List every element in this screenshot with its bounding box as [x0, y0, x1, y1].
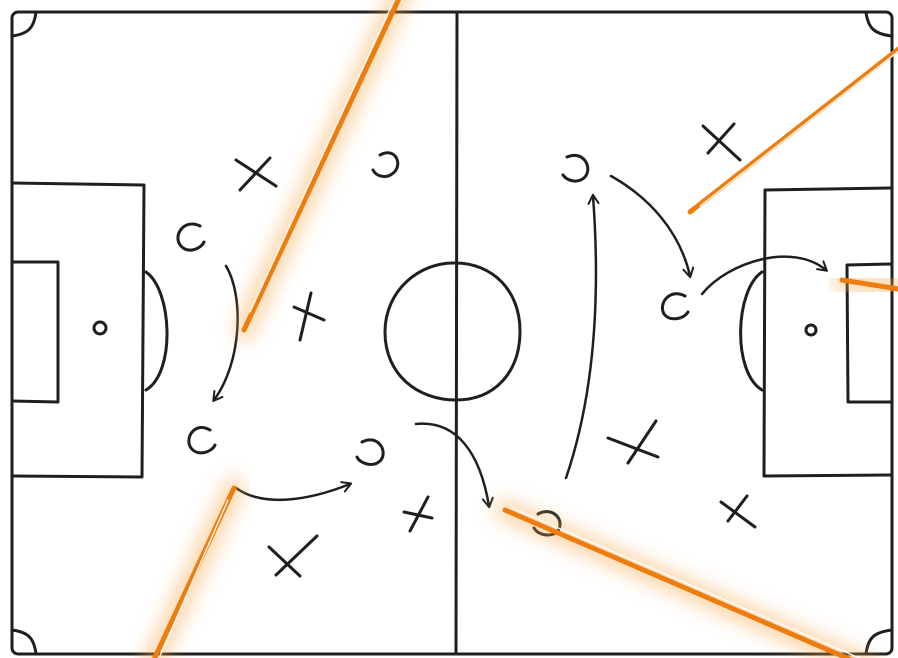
- player-o-icon[interactable]: [176, 222, 206, 252]
- marker-shine: [511, 507, 862, 658]
- marker-stroke: [687, 46, 898, 215]
- right-penalty-box: [762, 186, 894, 478]
- player-x-icon[interactable]: [292, 291, 326, 342]
- marker-shine: [249, 0, 395, 313]
- pitch-outline: [10, 10, 894, 656]
- right-penalty-spot: [804, 323, 818, 337]
- halfway-line: [454, 10, 459, 656]
- arrow-icon: [234, 481, 353, 502]
- marker-highlights: [142, 0, 898, 658]
- player-x-icon[interactable]: [701, 122, 742, 162]
- team-o: [176, 151, 690, 537]
- arrow-icon: [414, 422, 494, 509]
- corner-arc-top-left: [10, 10, 38, 38]
- marker-stroke: [502, 507, 854, 658]
- player-x-icon[interactable]: [606, 419, 660, 465]
- marker-shine: [699, 50, 898, 207]
- left-penalty-spot: [92, 320, 108, 336]
- arrow-icon: [564, 193, 600, 480]
- arrow-icon: [609, 174, 695, 279]
- left-penalty-arc: [144, 270, 169, 392]
- player-o-icon[interactable]: [187, 426, 217, 455]
- center-circle: [383, 261, 522, 402]
- right-penalty-arc: [739, 270, 764, 392]
- marker-stroke: [839, 277, 898, 292]
- player-o-icon[interactable]: [661, 292, 690, 321]
- team-x: [234, 122, 757, 578]
- movement-arrows: [212, 174, 828, 509]
- corner-arc-bottom-left: [10, 628, 38, 656]
- right-goal-box: [845, 262, 894, 404]
- marker-stroke: [241, 0, 402, 333]
- player-x-icon[interactable]: [234, 156, 278, 192]
- player-x-icon[interactable]: [402, 495, 434, 533]
- arrow-icon: [700, 255, 828, 296]
- player-o-icon[interactable]: [371, 151, 400, 179]
- marker-shine: [159, 499, 229, 657]
- player-x-icon[interactable]: [267, 534, 319, 578]
- corner-arc-bottom-right: [864, 628, 894, 656]
- left-goal-box: [10, 260, 60, 404]
- left-penalty-box: [10, 181, 146, 479]
- player-x-icon[interactable]: [719, 494, 757, 529]
- corner-arc-top-right: [864, 10, 894, 38]
- player-o-icon[interactable]: [561, 153, 590, 183]
- pitch-markings: [10, 10, 894, 656]
- player-o-icon[interactable]: [355, 438, 385, 466]
